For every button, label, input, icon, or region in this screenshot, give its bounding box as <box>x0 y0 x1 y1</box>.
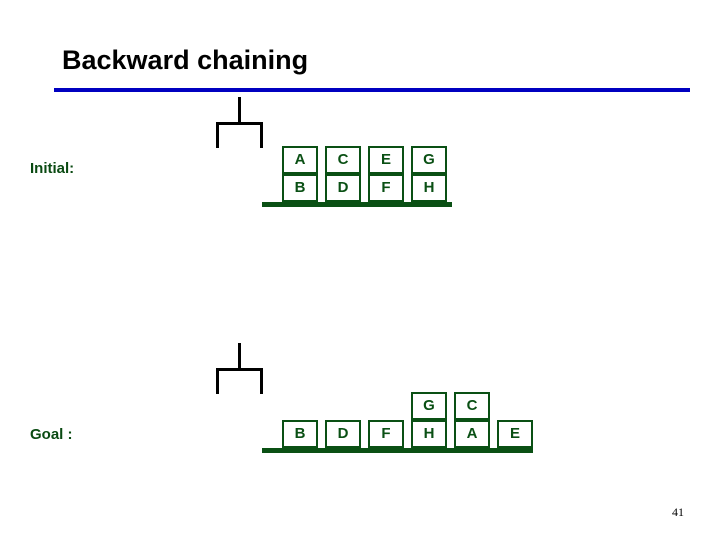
gripper-crossbar <box>216 122 263 125</box>
title-divider <box>54 88 690 92</box>
block-b: B <box>282 174 318 202</box>
gripper-stem <box>238 97 241 124</box>
gripper-crossbar <box>216 368 263 371</box>
block-a: A <box>282 146 318 174</box>
robot-gripper-icon <box>216 343 268 395</box>
block-c: C <box>325 146 361 174</box>
page-title: Backward chaining <box>62 45 309 75</box>
block-f: F <box>368 420 404 448</box>
block-d: D <box>325 420 361 448</box>
page-number: 41 <box>672 505 684 519</box>
table-surface-line <box>262 202 452 207</box>
block-g: G <box>411 392 447 420</box>
table-surface-line <box>262 448 533 453</box>
gripper-prong-left <box>216 122 219 148</box>
block-e: E <box>368 146 404 174</box>
block-f: F <box>368 174 404 202</box>
block-e: E <box>497 420 533 448</box>
block-b: B <box>282 420 318 448</box>
block-d: D <box>325 174 361 202</box>
block-a: A <box>454 420 490 448</box>
block-g: G <box>411 146 447 174</box>
robot-gripper-icon <box>216 97 268 149</box>
gripper-prong-right <box>260 122 263 148</box>
goal-state-label: Goal : <box>30 426 73 443</box>
gripper-prong-right <box>260 368 263 394</box>
gripper-prong-left <box>216 368 219 394</box>
initial-state-label: Initial: <box>30 160 75 177</box>
block-c: C <box>454 392 490 420</box>
gripper-stem <box>238 343 241 370</box>
block-h: H <box>411 174 447 202</box>
block-h: H <box>411 420 447 448</box>
